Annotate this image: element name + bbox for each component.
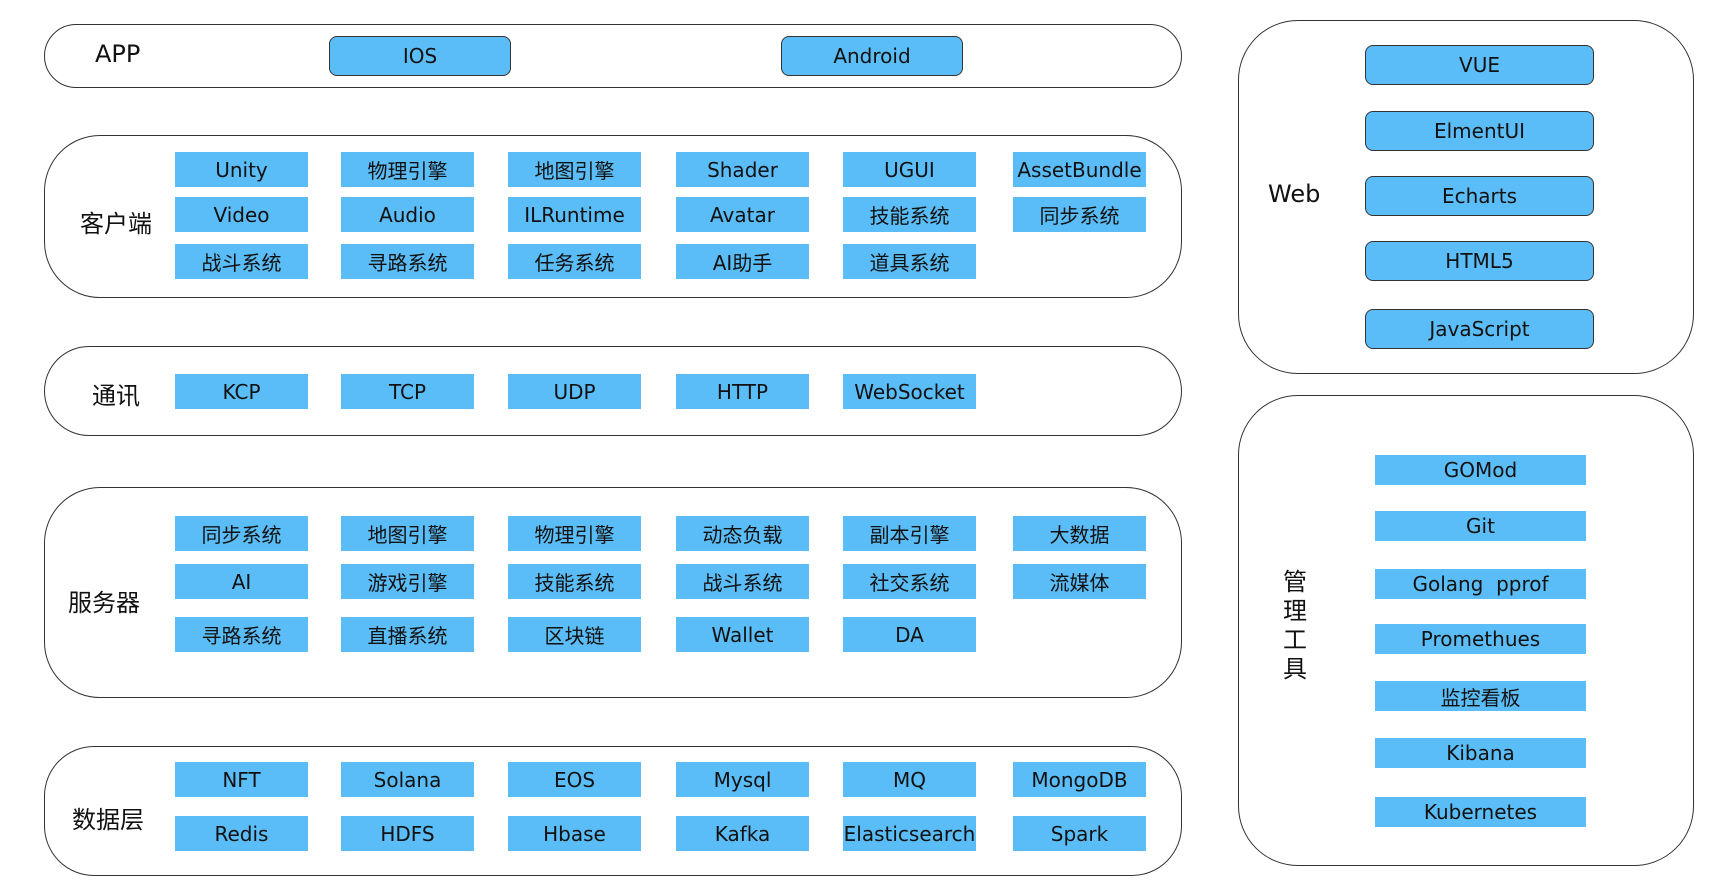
app-item-android: Android <box>781 36 963 76</box>
web-item: HTML5 <box>1365 241 1594 281</box>
data-item: NFT <box>175 762 308 797</box>
tools-item: 监控看板 <box>1375 681 1586 711</box>
comm-label: 通讯 <box>92 382 140 410</box>
tools-item: Promethues <box>1375 624 1586 654</box>
data-item: Kafka <box>676 816 809 851</box>
client-label: 客户端 <box>80 210 152 238</box>
client-item: 任务系统 <box>508 244 641 279</box>
server-item: 区块链 <box>508 617 641 652</box>
server-item: 物理引擎 <box>508 516 641 551</box>
tools-item: Golang pprof <box>1375 569 1586 599</box>
client-item: Video <box>175 197 308 232</box>
data-item: Mysql <box>676 762 809 797</box>
data-item: Elasticsearch <box>843 816 976 851</box>
tools-label-char: 工 <box>1283 626 1307 654</box>
tools-item: Kibana <box>1375 738 1586 768</box>
tools-item: Git <box>1375 511 1586 541</box>
server-item: 技能系统 <box>508 564 641 599</box>
server-item: DA <box>843 617 976 652</box>
server-item: 流媒体 <box>1013 564 1146 599</box>
client-item: 技能系统 <box>843 197 976 232</box>
data-item: Solana <box>341 762 474 797</box>
server-item: 同步系统 <box>175 516 308 551</box>
app-label: APP <box>95 40 141 68</box>
tools-item: Kubernetes <box>1375 797 1586 827</box>
client-item: Avatar <box>676 197 809 232</box>
web-item: Echarts <box>1365 176 1594 216</box>
client-item: ILRuntime <box>508 197 641 232</box>
data-item: Spark <box>1013 816 1146 851</box>
tools-item: GOMod <box>1375 455 1586 485</box>
comm-item: HTTP <box>676 374 809 409</box>
comm-item: TCP <box>341 374 474 409</box>
server-item: 直播系统 <box>341 617 474 652</box>
tools-label-char: 理 <box>1283 597 1307 625</box>
server-item: 社交系统 <box>843 564 976 599</box>
client-item: 物理引擎 <box>341 152 474 187</box>
data-label: 数据层 <box>72 806 144 834</box>
server-item: 寻路系统 <box>175 617 308 652</box>
client-item: 道具系统 <box>843 244 976 279</box>
client-item: AssetBundle <box>1013 152 1146 187</box>
server-item: 副本引擎 <box>843 516 976 551</box>
server-label: 服务器 <box>68 589 140 617</box>
app-item-ios: IOS <box>329 36 511 76</box>
web-item: ElmentUI <box>1365 111 1594 151</box>
client-item: Unity <box>175 152 308 187</box>
server-item: 动态负载 <box>676 516 809 551</box>
data-item: MongoDB <box>1013 762 1146 797</box>
tools-label-char: 管 <box>1283 568 1307 596</box>
data-item: HDFS <box>341 816 474 851</box>
client-item: Shader <box>676 152 809 187</box>
client-item: Audio <box>341 197 474 232</box>
tools-label: 管 理 工 具 <box>1283 568 1307 684</box>
data-item: EOS <box>508 762 641 797</box>
client-item: 同步系统 <box>1013 197 1146 232</box>
data-item: Hbase <box>508 816 641 851</box>
app-panel <box>44 24 1182 88</box>
client-item: 寻路系统 <box>341 244 474 279</box>
server-item: 大数据 <box>1013 516 1146 551</box>
server-item: AI <box>175 564 308 599</box>
server-item: 战斗系统 <box>676 564 809 599</box>
web-item: JavaScript <box>1365 309 1594 349</box>
web-item: VUE <box>1365 45 1594 85</box>
tools-label-char: 具 <box>1283 655 1307 683</box>
web-label: Web <box>1268 180 1321 208</box>
client-item: 地图引擎 <box>508 152 641 187</box>
client-item: 战斗系统 <box>175 244 308 279</box>
data-item: MQ <box>843 762 976 797</box>
comm-item: KCP <box>175 374 308 409</box>
client-item: UGUI <box>843 152 976 187</box>
server-item: 游戏引擎 <box>341 564 474 599</box>
client-item: AI助手 <box>676 244 809 279</box>
comm-item: UDP <box>508 374 641 409</box>
server-item: 地图引擎 <box>341 516 474 551</box>
data-item: Redis <box>175 816 308 851</box>
server-item: Wallet <box>676 617 809 652</box>
comm-item: WebSocket <box>843 374 976 409</box>
